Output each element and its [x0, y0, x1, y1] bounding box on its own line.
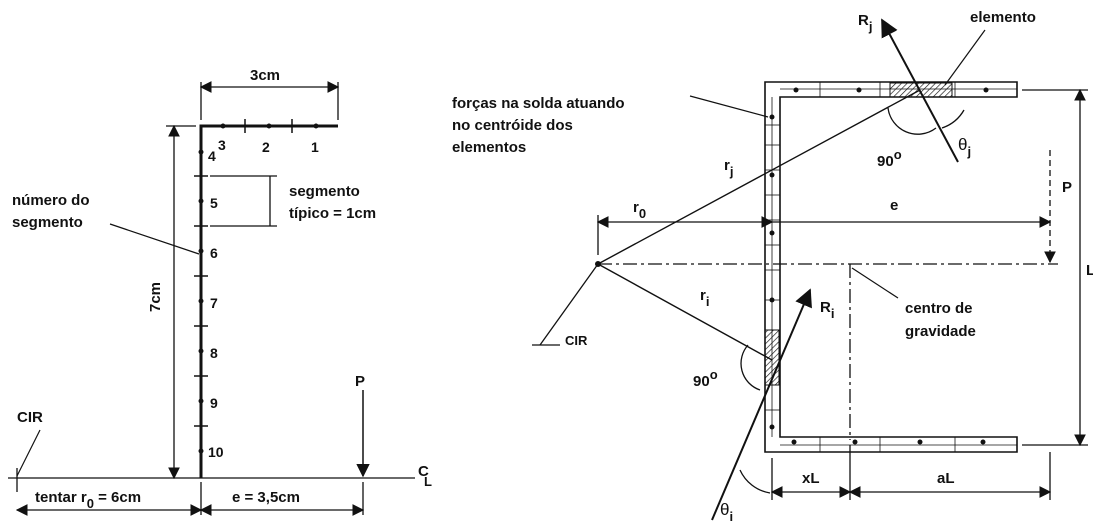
segment-number-2: 2	[262, 139, 270, 155]
bottom-dimension	[15, 482, 365, 516]
dimension-7cm-label: 7cm	[147, 282, 164, 312]
segment-number-3: 3	[218, 137, 226, 153]
force-rj-label: Rj	[858, 12, 872, 34]
elemento-leader	[944, 29, 986, 86]
load-label-right: P	[1062, 179, 1072, 196]
segment-number-6: 6	[210, 245, 218, 261]
right-figure: CIR Rj Ri 90o 90o θj θi rj ri r0 e P	[452, 9, 1093, 524]
centroid-leader	[851, 267, 899, 299]
eccentricity-label-left: e = 3,5cm	[232, 489, 300, 506]
centroid-label-2: gravidade	[905, 323, 976, 340]
centerline-symbol: C	[418, 463, 429, 480]
segment-number-10: 10	[208, 444, 224, 460]
rj-label: rj	[724, 157, 733, 179]
element-j-hatched	[889, 82, 953, 98]
try-r0-label: tentar r0 = 6cm	[35, 489, 141, 511]
cir-leader	[16, 429, 41, 477]
typical-segment-dimension	[210, 175, 277, 227]
segment-number-8: 8	[210, 345, 218, 361]
forces-label-3: elementos	[452, 139, 526, 156]
elemento-label: elemento	[970, 9, 1036, 26]
theta-i-arc	[739, 469, 771, 494]
left-figure: 3 2 1 4 5 6 7 8 9 10 3cm 7cm segmento tí…	[8, 67, 432, 516]
ri-label: ri	[700, 287, 709, 309]
dimension-3cm-label: 3cm	[250, 67, 280, 84]
r0-e-dimension	[596, 215, 1052, 255]
radius-ri	[597, 263, 773, 361]
segment-number-leader	[109, 223, 200, 255]
channel-outer-outline	[764, 81, 1018, 453]
cir-leader-right	[539, 263, 599, 346]
centroid-label-1: centro de	[905, 300, 973, 317]
segment-number-7: 7	[210, 295, 218, 311]
vertical-segment-dots	[198, 149, 204, 454]
segment-number-9: 9	[210, 395, 218, 411]
dimension-3cm	[199, 81, 340, 120]
cir-label-right: CIR	[565, 333, 588, 348]
segment-number-1: 1	[311, 139, 319, 155]
theta-j-label: θj	[958, 135, 971, 159]
right-angle-arc-i	[740, 344, 761, 391]
typical-segment-label-2: típico = 1cm	[289, 205, 376, 222]
right-angle-arc-j	[887, 107, 937, 135]
dimension-7cm	[166, 124, 196, 480]
forces-leader	[689, 95, 769, 118]
force-ri-arrow	[711, 288, 812, 521]
force-ri-label: Ri	[820, 299, 834, 321]
typical-segment-label-1: segmento	[289, 183, 360, 200]
top-segment-dots	[220, 123, 319, 129]
angle-90-label-j: 90o	[877, 147, 902, 170]
segment-number-label-2: segmento	[12, 214, 83, 231]
xL-aL-dimension	[770, 445, 1052, 500]
L-label: L	[1086, 262, 1093, 279]
segment-number-4: 4	[208, 148, 216, 164]
theta-j-arc	[941, 109, 965, 129]
segment-number-label-1: número do	[12, 192, 90, 209]
element-centroids	[769, 87, 989, 445]
segment-number-5: 5	[210, 195, 218, 211]
centerline-sub: L	[424, 474, 432, 489]
load-label-left: P	[355, 373, 365, 390]
forces-label-2: no centróide dos	[452, 117, 573, 134]
forces-label-1: forças na solda atuando	[452, 95, 625, 112]
xL-label: xL	[802, 470, 820, 487]
cir-label-left: CIR	[17, 409, 43, 426]
force-rj-arrow	[881, 18, 959, 163]
L-dimension	[1022, 88, 1088, 447]
top-segment-ticks	[244, 119, 293, 133]
angle-90-label-i: 90o	[693, 367, 718, 390]
weld-element-lines	[765, 82, 1017, 452]
aL-label: aL	[937, 470, 955, 487]
radius-rj	[597, 89, 921, 265]
eccentricity-label-right: e	[890, 197, 898, 214]
vertical-segment-ticks	[194, 175, 208, 427]
theta-i-label: θi	[720, 500, 733, 523]
r0-label: r0	[633, 199, 646, 221]
